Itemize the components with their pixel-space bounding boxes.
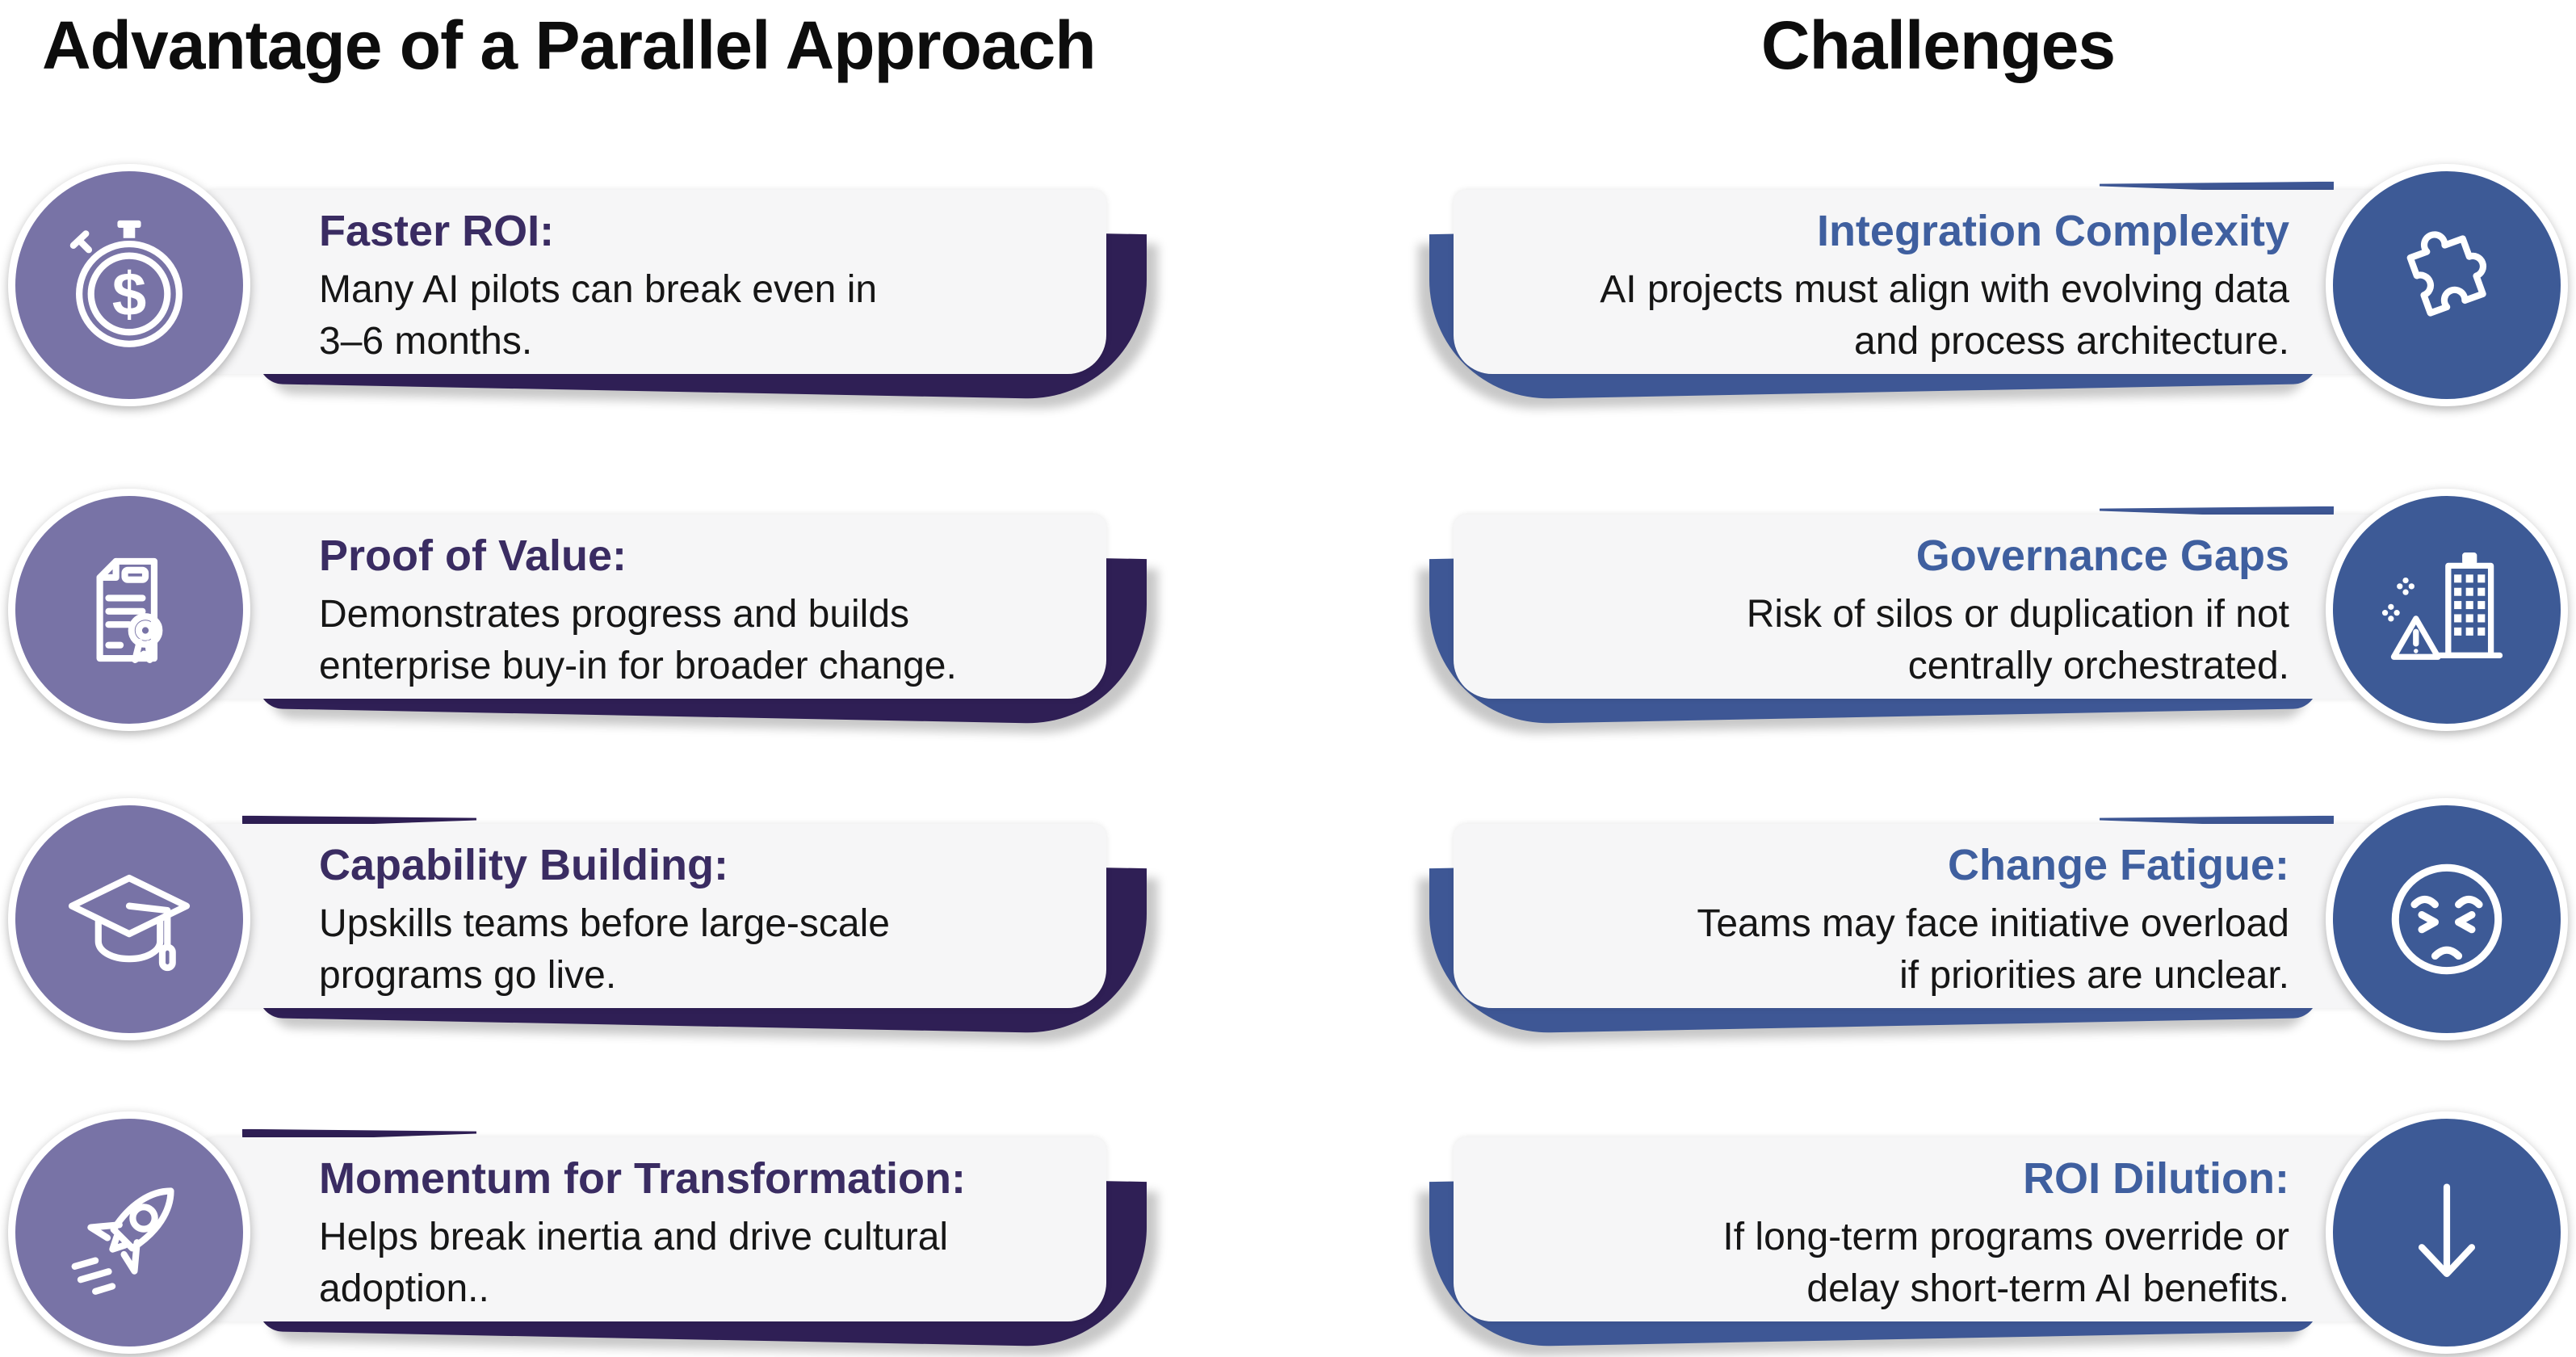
card-title: Integration Complexity	[1816, 207, 2289, 255]
icon-badge	[2326, 1111, 2568, 1354]
card-body: AI projects must align with evolving dat…	[1600, 268, 2289, 363]
card-title: Proof of Value:	[319, 531, 627, 580]
icon-badge	[2326, 489, 2568, 731]
advantages-column-title: Advantage of a Parallel Approach	[42, 7, 1097, 83]
card-title: Governance Gaps	[1915, 531, 2289, 580]
card-body: If long-term programs override or delay …	[1722, 1216, 2289, 1311]
down-arrow-icon	[2418, 1183, 2476, 1278]
card: Proof of Value: Demonstrates progress an…	[202, 515, 1106, 699]
card-body: Demonstrates progress and builds enterpr…	[319, 593, 957, 688]
icon-badge	[8, 489, 250, 731]
card: Faster ROI: Many AI pilots can break eve…	[202, 190, 1106, 374]
certificate-icon	[96, 557, 163, 663]
svg-text:$: $	[112, 260, 147, 329]
icon-badge	[2326, 164, 2568, 406]
challenges-column-title: Challenges	[1760, 7, 2116, 83]
card: ROI Dilution: If long-term programs over…	[1454, 1137, 2406, 1321]
card-title: ROI Dilution:	[2023, 1154, 2289, 1203]
card: Change Fatigue: Teams may face initiativ…	[1454, 824, 2406, 1008]
graduation-cap-icon	[68, 874, 191, 972]
icon-badge	[8, 1111, 250, 1354]
rocket-icon	[71, 1187, 174, 1295]
card: Capability Building: Upskills teams befo…	[202, 824, 1106, 1008]
card-title: Faster ROI:	[319, 207, 555, 255]
puzzle-piece-icon	[2406, 231, 2486, 317]
card-body: Upskills teams before large-scale progra…	[319, 902, 890, 998]
building-warning-icon	[2381, 552, 2503, 660]
icon-badge: $	[8, 164, 250, 406]
card-body: Helps break inertia and drive cultural a…	[319, 1216, 949, 1311]
card: Momentum for Transformation: Helps break…	[202, 1137, 1106, 1321]
icon-badge	[8, 798, 250, 1040]
card-title: Change Fatigue:	[1947, 841, 2289, 889]
card: Governance Gaps Risk of silos or duplica…	[1454, 515, 2406, 699]
card-title: Momentum for Transformation:	[319, 1154, 967, 1203]
card-body: Risk of silos or duplication if not cent…	[1746, 593, 2289, 688]
card-title: Capability Building:	[319, 841, 728, 889]
icon-badge	[2326, 798, 2568, 1040]
card-body: Many AI pilots can break even in 3–6 mon…	[319, 268, 878, 363]
card: Integration Complexity AI projects must …	[1454, 190, 2406, 374]
stopwatch-dollar-icon: $	[69, 220, 183, 347]
card-body: Teams may face initiative overload if pr…	[1697, 902, 2289, 998]
weary-face-icon	[2391, 863, 2503, 975]
